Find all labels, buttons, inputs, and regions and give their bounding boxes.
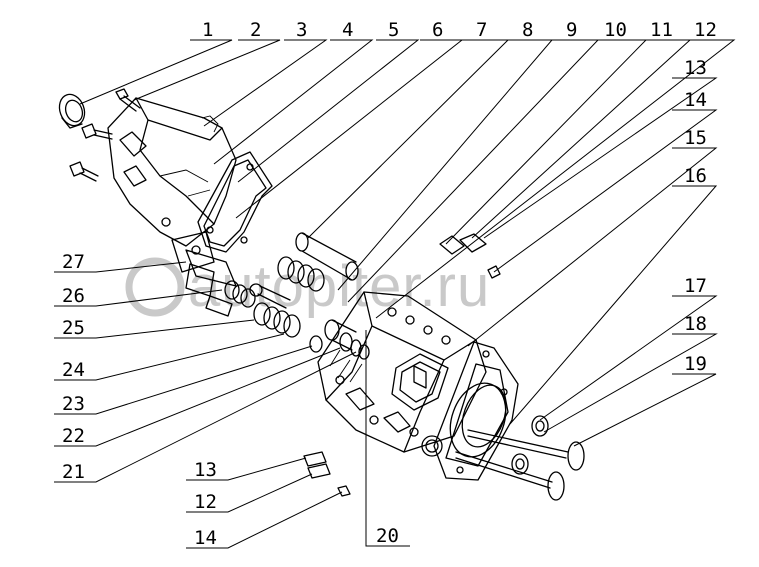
callout-label: 14: [194, 527, 217, 549]
callout-label: 15: [684, 127, 707, 149]
parts-drawing: [58, 88, 585, 501]
callout-label: 22: [62, 425, 85, 447]
part-2-valve-cover: [107, 97, 237, 247]
callout-label: 26: [62, 285, 85, 307]
cover-bolts: [69, 88, 141, 182]
callout-label: 11: [650, 19, 673, 41]
callout-label: 24: [62, 359, 85, 381]
callout-label: 7: [476, 19, 487, 41]
watermark-text: autopiter.ru: [188, 254, 490, 319]
parts-22-24-rings: [309, 319, 370, 360]
callout-label: 5: [388, 19, 399, 41]
callout-label: 17: [684, 275, 707, 297]
callout-label: 6: [432, 19, 443, 41]
valve-springs: [224, 256, 325, 338]
callout-label: 20: [376, 525, 399, 547]
parts-3-5-gaskets: [197, 151, 273, 253]
callout-label: 27: [62, 251, 85, 273]
cylinder-head: [317, 291, 487, 453]
callout-label: 8: [522, 19, 533, 41]
callout-label: 19: [684, 353, 707, 375]
callout-label: 16: [684, 165, 707, 187]
callout-label: 4: [342, 19, 353, 41]
part-16-head-gasket: [421, 341, 519, 481]
callout-label: 18: [684, 313, 707, 335]
part-7-pushrod: [249, 232, 359, 309]
leader-lines: [54, 39, 736, 549]
part-1-cap: [58, 93, 86, 129]
callout-label: 10: [604, 19, 627, 41]
callout-label: 13: [684, 57, 707, 79]
callout-label: 23: [62, 393, 85, 415]
callout-label: 21: [62, 461, 85, 483]
callout-numbers: 1 2 3 4 5 6 7 8 9 10 11 12 13 14 15 16 1…: [62, 19, 717, 549]
callout-label: 12: [694, 19, 717, 41]
parts-9-13-small: [439, 233, 501, 279]
callout-label: 13: [194, 459, 217, 481]
callout-label: 14: [684, 89, 707, 111]
callout-label: 12: [194, 491, 217, 513]
callout-label: 9: [566, 19, 577, 41]
callout-label: 3: [296, 19, 307, 41]
callout-label: 25: [62, 317, 85, 339]
callout-label: 2: [250, 19, 261, 41]
parts-17-19-valves: [455, 415, 585, 501]
callout-label: 1: [202, 19, 213, 41]
